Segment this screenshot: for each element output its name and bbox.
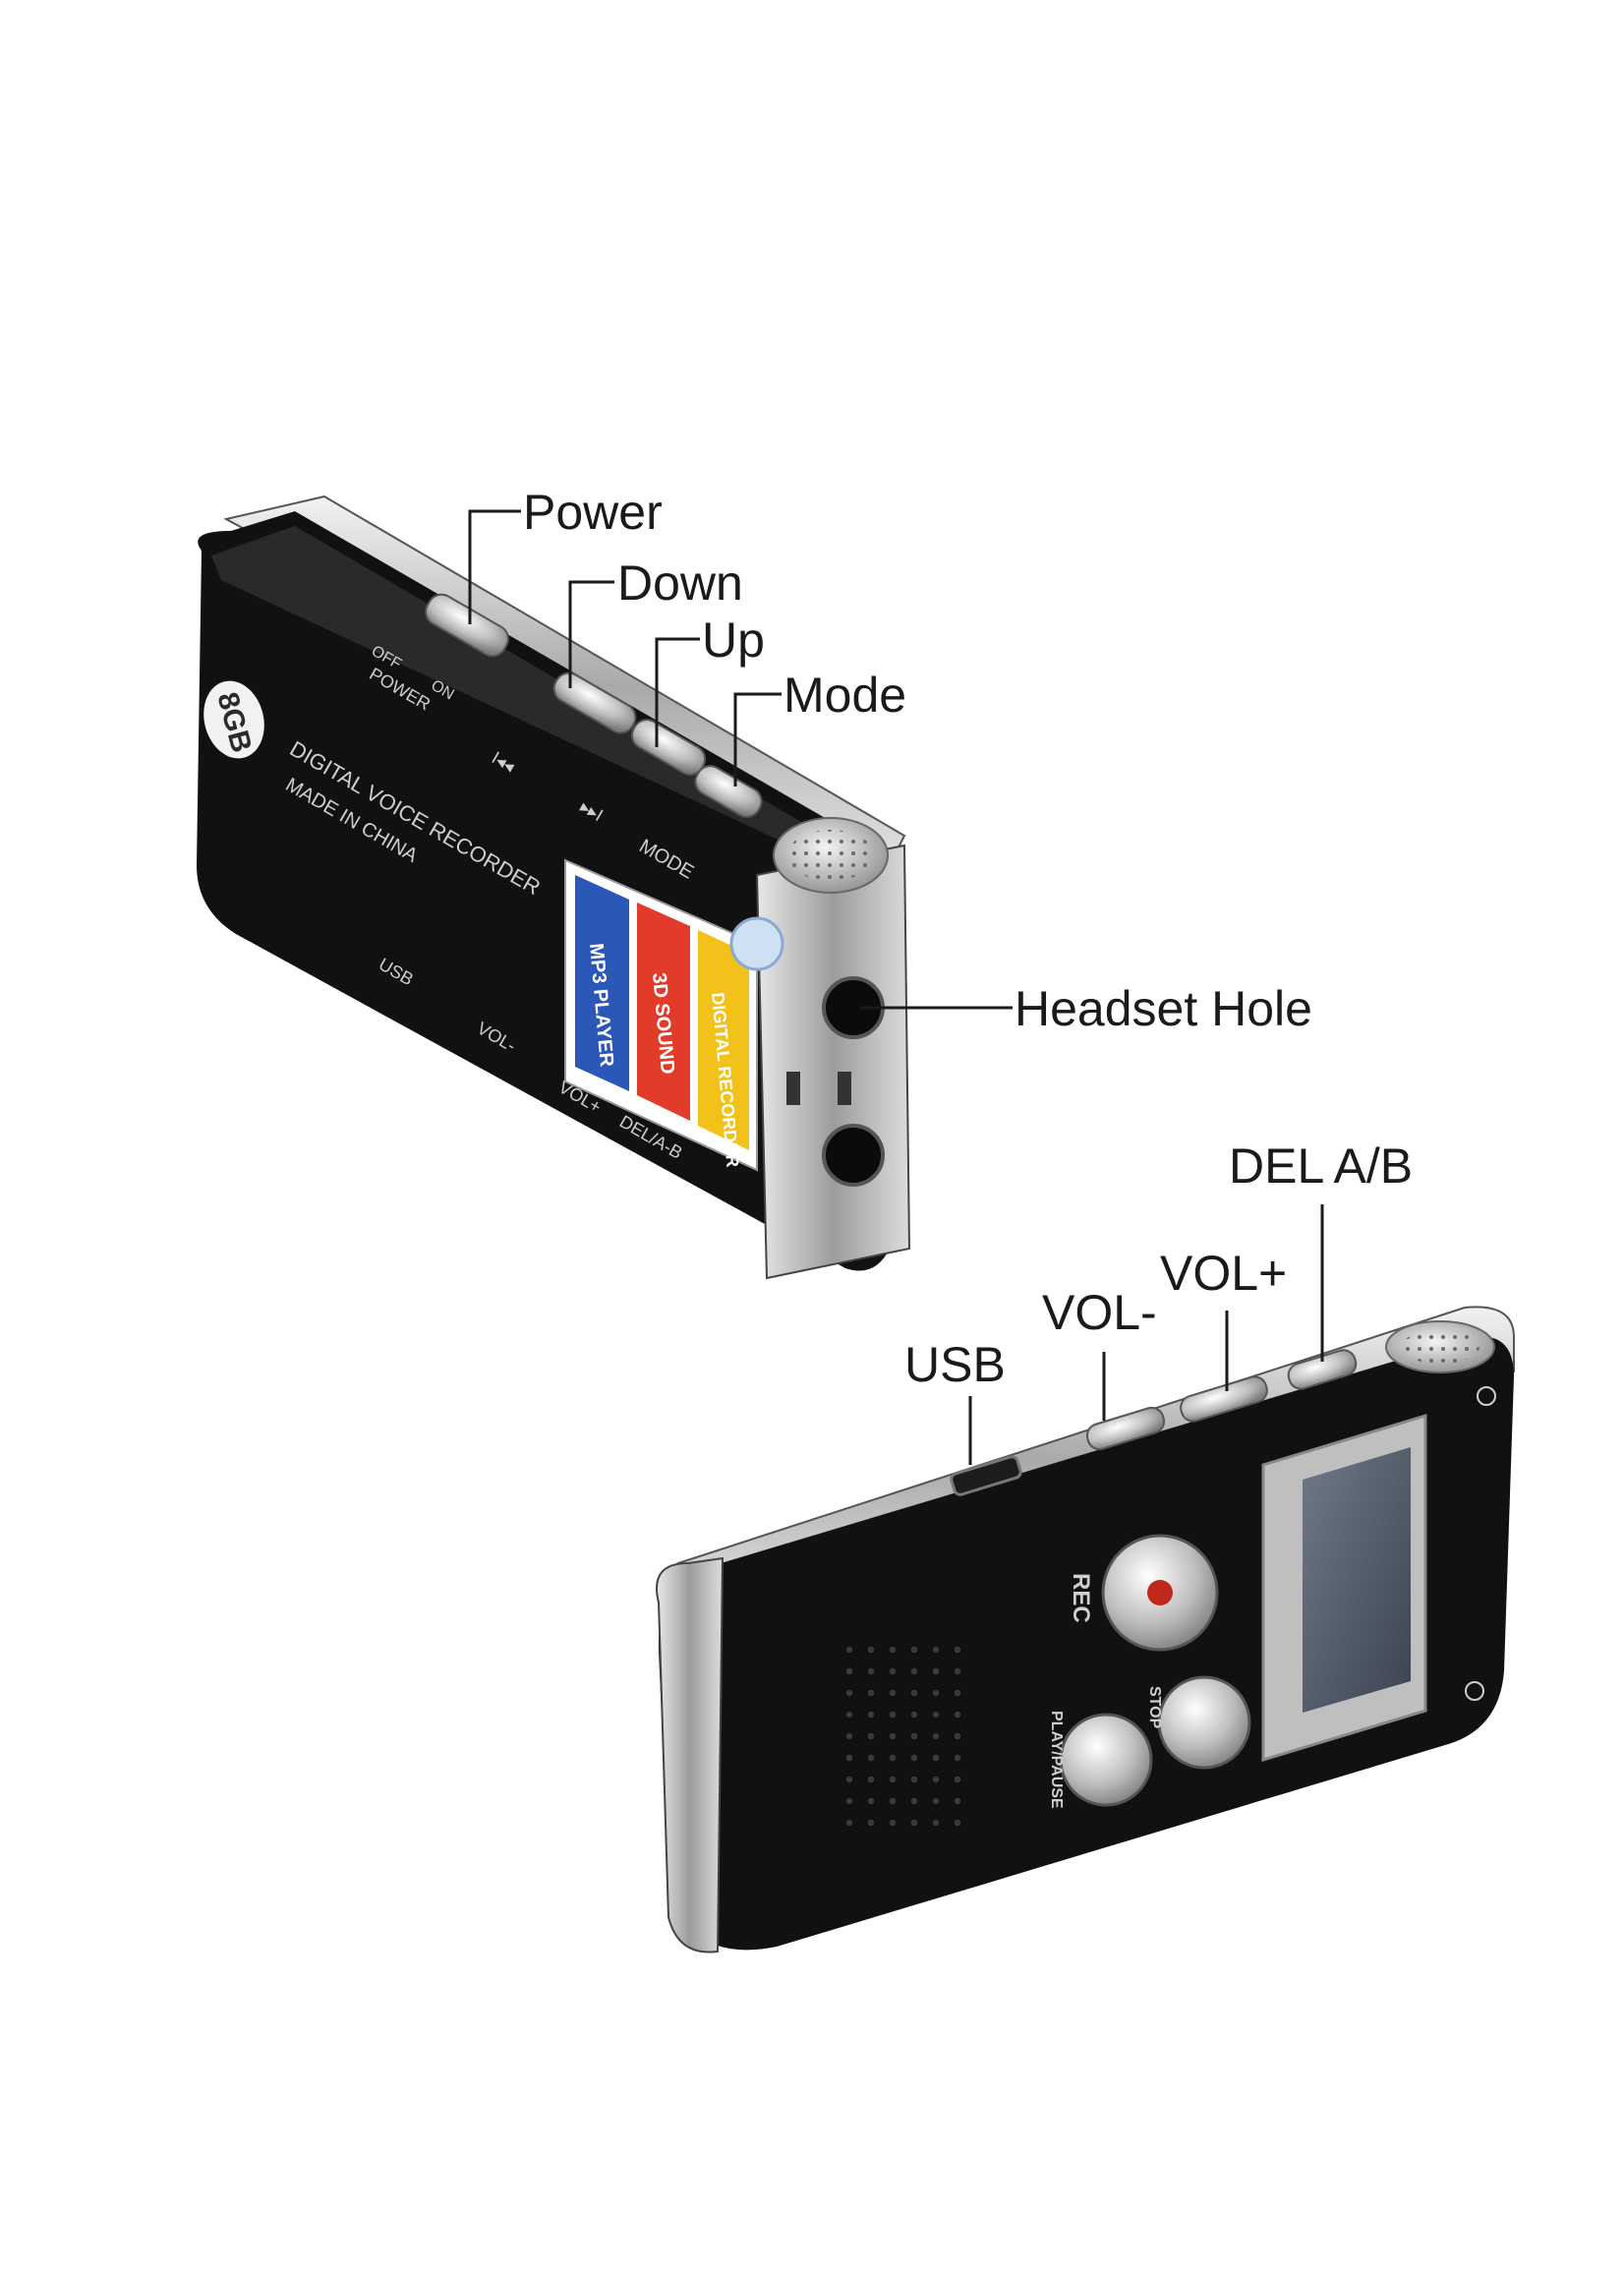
up-button[interactable] bbox=[627, 715, 710, 780]
line-jack[interactable] bbox=[822, 1124, 885, 1187]
holographic-seal bbox=[729, 916, 784, 971]
recorder-side-view: 8GB OFF ON POWER I◂◂ ▸▸I MODE DIGITAL VO… bbox=[197, 495, 911, 1280]
capacity-badge bbox=[203, 680, 264, 759]
speaker-grille bbox=[845, 1642, 973, 1838]
lcd-screen bbox=[1303, 1447, 1411, 1713]
callout-del-ab: DEL A/B bbox=[1229, 1138, 1413, 1194]
rec-label: REC bbox=[1068, 1573, 1094, 1623]
stop-label: STOP bbox=[1146, 1686, 1163, 1729]
callout-up: Up bbox=[702, 612, 765, 668]
callout-vol-minus: VOL- bbox=[1042, 1285, 1157, 1340]
rec-dot-icon bbox=[1147, 1580, 1173, 1605]
vol-minus-button[interactable] bbox=[1084, 1405, 1167, 1452]
callout-usb: USB bbox=[904, 1337, 1006, 1392]
power-indicator-icon bbox=[1477, 1386, 1496, 1406]
down-button[interactable] bbox=[550, 669, 641, 738]
callout-mode: Mode bbox=[783, 668, 906, 723]
led-slot bbox=[838, 1072, 851, 1105]
reset-hole-icon bbox=[1465, 1681, 1484, 1701]
callout-vol-plus: VOL+ bbox=[1160, 1246, 1287, 1301]
callouts: Power Down Up Mode Headset Hole USB VOL-… bbox=[468, 485, 1413, 1465]
vol-plus-button[interactable] bbox=[1178, 1373, 1270, 1424]
recorder-front-view: REC STOP PLAY/PAUSE bbox=[656, 1306, 1515, 1953]
callout-headset-hole: Headset Hole bbox=[1015, 981, 1312, 1036]
usb-port[interactable] bbox=[950, 1455, 1022, 1496]
led-slot bbox=[786, 1072, 800, 1105]
del-ab-button[interactable] bbox=[1286, 1347, 1360, 1391]
play-pause-label: PLAY/PAUSE bbox=[1048, 1711, 1065, 1809]
callout-down: Down bbox=[617, 555, 743, 611]
feature-sticker: MP3 PLAYER 3D SOUND DIGITAL RECORDER bbox=[564, 858, 784, 1172]
callout-power: Power bbox=[523, 485, 663, 540]
play-pause-button[interactable] bbox=[1059, 1713, 1153, 1807]
power-switch[interactable] bbox=[421, 590, 513, 662]
stop-button[interactable] bbox=[1157, 1675, 1251, 1770]
